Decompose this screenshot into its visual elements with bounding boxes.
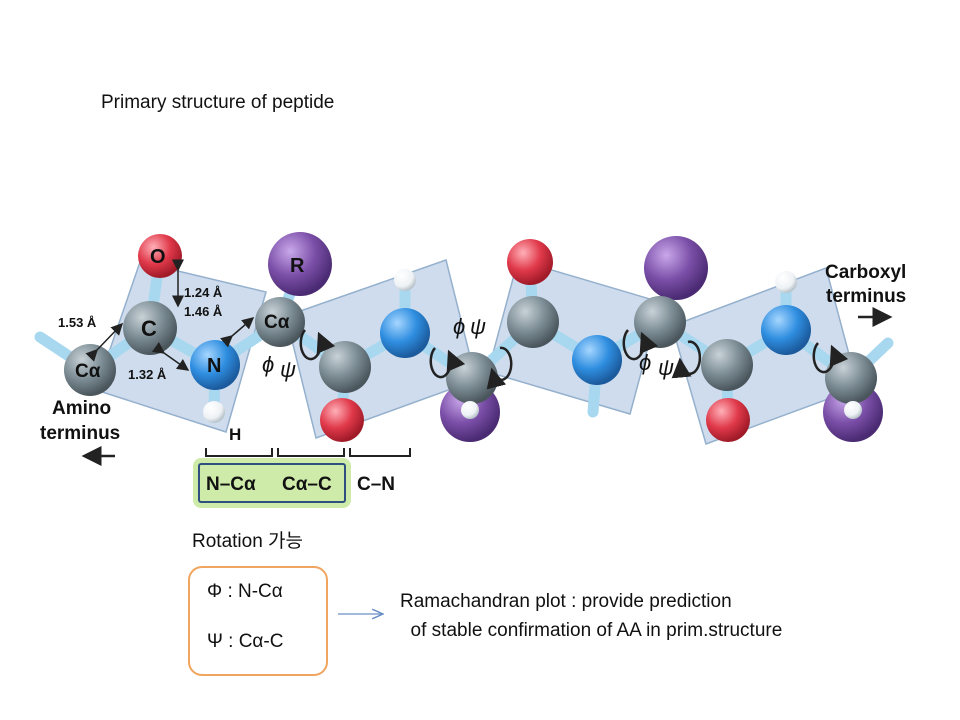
amino-terminus-line1: Amino (52, 398, 111, 419)
ramachandran-note: Ramachandran plot : provide prediction o… (400, 587, 782, 645)
atom-label-calpha-2: Cα (264, 312, 290, 333)
nitrogen-atom (572, 335, 622, 385)
ramachandran-line2: of stable confirmation of AA in prim.str… (400, 620, 783, 641)
bond-segment-n-ca: N–Cα (206, 474, 256, 495)
rotatable-bonds-highlight (193, 458, 351, 508)
alpha-carbon-atom (255, 297, 305, 347)
ramachandran-line1: Ramachandran plot : provide prediction (400, 591, 732, 612)
bond-length-ca-c: 1.53 Å (58, 315, 97, 330)
alpha-carbon-atom (634, 296, 686, 348)
rotation-arrow-icon (486, 346, 513, 390)
atom-label-n: N (207, 355, 221, 377)
alpha-carbon-atom (446, 352, 498, 404)
bond-length-n-ca: 1.46 Å (184, 304, 223, 319)
psi-definition: Ψ : Cα-C (207, 631, 284, 652)
carbon-atom (701, 339, 753, 391)
phi-label: ϕ (453, 314, 465, 339)
hydrogen-atom (775, 271, 797, 293)
atom-label-o: O (150, 246, 166, 268)
bond-length-co: 1.24 Å (184, 285, 223, 300)
terminus-arrows (81, 307, 893, 466)
rotation-arrow-icon (671, 340, 702, 379)
atom-label-calpha-1: Cα (75, 361, 101, 382)
rotation-arrow-icon (622, 329, 659, 361)
rotation-arrows (299, 329, 849, 390)
bracket (349, 448, 411, 457)
bracket (277, 448, 345, 457)
atom-label-c: C (141, 316, 157, 341)
atoms (64, 232, 883, 442)
bond-brackets (205, 448, 411, 457)
bond-length-arrow-icon (151, 342, 190, 371)
rotatable-bonds-frame (198, 463, 346, 503)
bond-length-arrow-icon (220, 317, 255, 348)
rotation-arrow-icon (812, 342, 849, 374)
bond-segment-labels: N–Cα Cα–C C–N (206, 474, 395, 495)
oxygen-atom (320, 398, 364, 442)
psi-label: ψ (658, 355, 674, 380)
bond-length-arrows (85, 259, 255, 371)
carbon-atom (507, 296, 559, 348)
atom-labels: O R C N H Cα Cα (75, 246, 305, 444)
side-chain-atom (268, 232, 332, 296)
carbon-atom (319, 341, 371, 393)
psi-label: ψ (280, 357, 296, 382)
angle-labels: ϕ ψ ϕ ψ ϕ ψ (262, 314, 674, 382)
hydrogen-atom (394, 269, 416, 291)
hydrogen-atom (203, 401, 225, 423)
angle-definition-box (188, 566, 328, 676)
carboxyl-terminus-line1: Carboxyl (825, 262, 906, 283)
nitrogen-atom (380, 308, 430, 358)
carbon-atom (123, 301, 177, 355)
oxygen-atom (138, 234, 182, 278)
bond-segment-ca-c: Cα–C (282, 474, 332, 495)
rotation-arrow-icon (429, 347, 466, 379)
hydrogen-atom (844, 401, 862, 419)
amino-terminus-line2: terminus (40, 423, 120, 444)
atom-label-r: R (290, 255, 305, 277)
oxygen-atom (507, 239, 553, 285)
bond-segment-c-n: C–N (357, 474, 395, 495)
bond-length-labels: 1.24 Å 1.46 Å 1.53 Å 1.32 Å (58, 285, 223, 382)
rotation-arrow-icon (299, 329, 336, 361)
bond-length-c-n: 1.32 Å (128, 367, 167, 382)
nitrogen-atom (761, 305, 811, 355)
hydrogen-atom (461, 401, 479, 419)
side-chain-atom (644, 236, 708, 300)
phi-label: ϕ (262, 352, 274, 377)
phi-label: ϕ (639, 350, 651, 375)
atom-label-h: H (229, 425, 241, 444)
bond-length-arrow-icon (85, 322, 124, 362)
phi-definition: Φ : N-Cα (207, 581, 283, 602)
terminus-labels: Amino terminus Carboxyl terminus (40, 262, 906, 444)
nitrogen-atom (190, 340, 240, 390)
psi-label: ψ (470, 314, 486, 339)
oxygen-atom (706, 398, 750, 442)
carboxyl-terminus-line2: terminus (826, 286, 906, 307)
bracket (205, 448, 273, 457)
rotation-label: Rotation 가능 (192, 531, 304, 552)
diagram-title: Primary structure of peptide (101, 92, 335, 113)
